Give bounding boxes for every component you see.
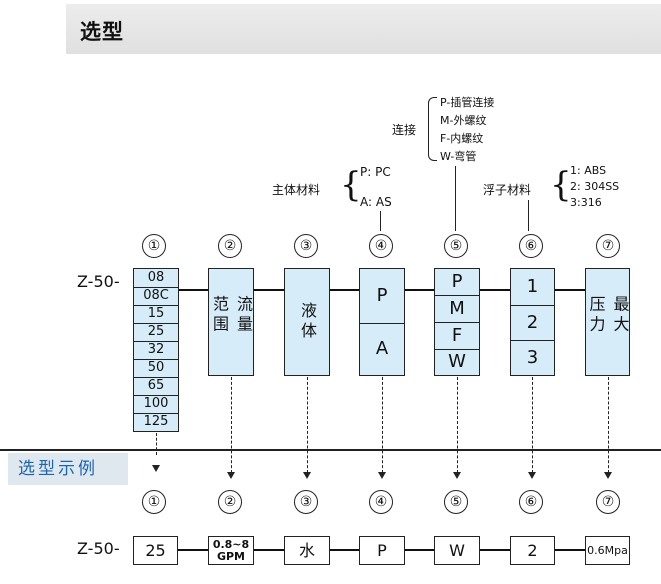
connection-code-p: P xyxy=(435,269,479,296)
circle-number-2: ② xyxy=(218,490,242,514)
flow-code-column: 08 08C 15 25 32 50 65 100 125 xyxy=(133,268,179,432)
arrow-down-icon xyxy=(227,472,235,479)
connection-option-p: P-插管连接 xyxy=(440,96,495,109)
circle-number-1: ① xyxy=(142,490,166,514)
connection-code-f: F xyxy=(435,322,479,350)
brace-body: { xyxy=(340,165,362,205)
connector-line xyxy=(555,289,585,291)
connection-label: 连接 xyxy=(392,123,417,137)
page-title: 选型 xyxy=(80,20,124,44)
circle-number-6: ⑥ xyxy=(519,234,543,258)
connector-line xyxy=(254,549,284,551)
arrow-down-icon xyxy=(528,472,536,479)
float-code-2: 2 xyxy=(511,305,554,341)
connection-option-m: M-外螺纹 xyxy=(440,114,487,127)
connection-option-w: W-弯管 xyxy=(440,150,477,163)
connector-line xyxy=(405,549,434,551)
example-flow-range: 0.8~8 GPM xyxy=(208,536,254,565)
flow-code: 08 xyxy=(134,269,178,288)
body-option-p: P: PC xyxy=(360,165,391,179)
body-code-a: A xyxy=(375,338,389,359)
circle-number-5: ⑤ xyxy=(444,490,468,514)
body-leader-line xyxy=(380,211,381,231)
flow-range-label: 流量范围 xyxy=(210,295,253,336)
connection-leader-line xyxy=(455,166,456,231)
example-model-prefix: Z-50- xyxy=(77,539,120,558)
connector-line xyxy=(480,549,510,551)
liquid-label: 液体 xyxy=(298,302,317,342)
example-section-label: 选型示例 xyxy=(8,453,128,485)
arrow-down-icon xyxy=(453,472,461,479)
max-pressure-box: 最大压力 xyxy=(585,268,630,376)
dashed-arrow-line xyxy=(608,377,609,473)
dashed-arrow-line xyxy=(307,377,308,473)
flow-code: 08C xyxy=(134,287,178,306)
body-material-box: P A xyxy=(359,268,405,376)
brace-connection xyxy=(428,97,437,161)
dashed-arrow-line xyxy=(156,433,157,455)
arrow-down-icon xyxy=(152,465,160,472)
circle-number-3: ③ xyxy=(294,490,318,514)
circle-number-5: ⑤ xyxy=(444,234,468,258)
flow-range-box: 流量范围 xyxy=(208,268,254,376)
float-option-2: 2: 304SS xyxy=(570,180,620,193)
flow-code: 50 xyxy=(134,359,178,378)
flow-code: 125 xyxy=(143,414,169,429)
connector-line xyxy=(330,549,359,551)
brace-float: { xyxy=(550,165,572,205)
connection-box: P M F W xyxy=(434,268,480,376)
float-leader-line xyxy=(528,200,529,231)
arrow-down-icon xyxy=(303,472,311,479)
example-flow-code: 25 xyxy=(133,536,178,565)
dashed-arrow-line xyxy=(231,377,232,473)
section-divider xyxy=(0,449,661,451)
body-option-a: A: AS xyxy=(360,195,392,209)
flow-code: 32 xyxy=(134,341,178,360)
body-material-label: 主体材料 xyxy=(272,183,321,197)
connector-line xyxy=(555,549,585,551)
flow-code: 100 xyxy=(134,395,178,414)
example-liquid: 水 xyxy=(284,536,330,565)
circle-number-2: ② xyxy=(218,234,242,258)
example-float-material: 2 xyxy=(510,536,555,565)
circle-number-7: ⑦ xyxy=(596,234,620,258)
dashed-arrow-line xyxy=(457,377,458,473)
float-option-1: 1: ABS xyxy=(570,164,607,177)
model-prefix: Z-50- xyxy=(77,272,120,291)
float-material-box: 1 2 3 xyxy=(510,268,555,376)
example-max-pressure: 0.6Mpa xyxy=(585,536,630,565)
connection-option-f: F-内螺纹 xyxy=(440,132,484,145)
connection-code-w: W xyxy=(448,351,466,372)
connector-line xyxy=(405,289,434,291)
max-pressure-label: 最大压力 xyxy=(586,295,630,336)
example-connection: W xyxy=(434,536,480,565)
dashed-arrow-line xyxy=(382,377,383,473)
connection-code-m: M xyxy=(435,295,479,323)
float-code-3: 3 xyxy=(526,347,539,368)
arrow-down-icon xyxy=(378,472,386,479)
example-body-material: P xyxy=(359,536,405,565)
dashed-arrow-line xyxy=(532,377,533,473)
arrow-down-icon xyxy=(604,472,612,479)
float-material-label: 浮子材料 xyxy=(483,183,532,197)
circle-number-4: ④ xyxy=(369,490,393,514)
connector-line xyxy=(178,549,208,551)
circle-number-7: ⑦ xyxy=(596,490,620,514)
flow-code: 25 xyxy=(134,323,178,342)
circle-number-6: ⑥ xyxy=(519,490,543,514)
liquid-box: 液体 xyxy=(284,268,330,376)
connector-line xyxy=(330,289,359,291)
connector-line xyxy=(179,289,208,291)
float-option-3: 3:316 xyxy=(570,196,602,209)
float-code-1: 1 xyxy=(511,269,554,306)
connector-line xyxy=(480,289,510,291)
title-bar xyxy=(66,4,661,54)
circle-number-1: ① xyxy=(142,234,166,258)
connector-line xyxy=(254,289,284,291)
flow-code: 65 xyxy=(134,377,178,396)
body-code-p: P xyxy=(360,269,404,324)
circle-number-4: ④ xyxy=(369,234,393,258)
circle-number-3: ③ xyxy=(294,234,318,258)
flow-code: 15 xyxy=(134,305,178,324)
